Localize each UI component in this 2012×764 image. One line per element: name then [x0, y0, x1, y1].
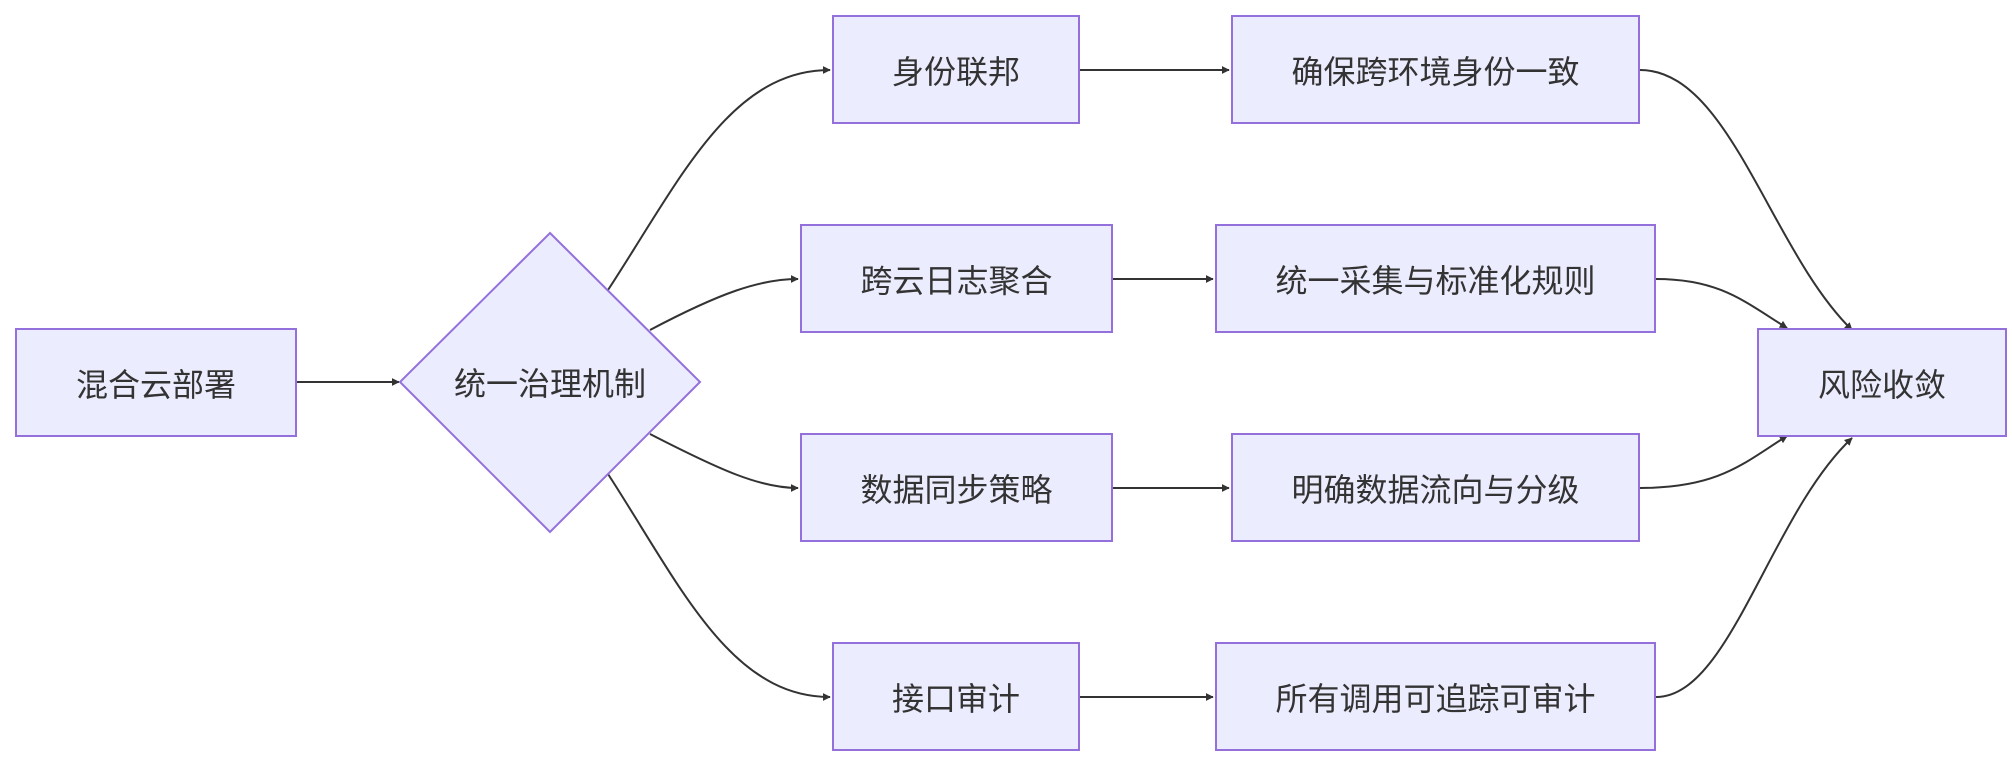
- edge-datasync-goal-to-risk: [1639, 435, 1788, 489]
- node-governance: 统一治理机制: [410, 352, 690, 412]
- node-log-aggregation: 跨云日志聚合: [800, 224, 1113, 333]
- node-data-sync-label: 数据同步策略: [860, 470, 1053, 509]
- node-identity-federation: 身份联邦: [832, 15, 1080, 124]
- node-audit-goal: 所有调用可追踪可审计: [1215, 642, 1656, 751]
- edge-governance-to-audit: [607, 473, 831, 701]
- governance-diamond-shape: [398, 231, 702, 534]
- node-data-sync-goal: 明确数据流向与分级: [1231, 433, 1640, 542]
- node-log-goal-label: 统一采集与标准化规则: [1275, 261, 1596, 300]
- node-data-sync: 数据同步策略: [800, 433, 1113, 542]
- node-audit-goal-label: 所有调用可追踪可审计: [1275, 679, 1596, 718]
- node-data-sync-goal-label: 明确数据流向与分级: [1291, 470, 1580, 509]
- node-hybrid-cloud: 混合云部署: [15, 328, 297, 437]
- node-risk-convergence: 风险收敛: [1757, 328, 2007, 437]
- edge-audit-goal-to-risk: [1655, 437, 1853, 698]
- node-identity-goal: 确保跨环境身份一致: [1231, 15, 1640, 124]
- edge-governance-to-logs: [649, 275, 799, 331]
- node-log-goal: 统一采集与标准化规则: [1215, 224, 1656, 333]
- edge-governance-to-identity: [607, 66, 831, 291]
- node-log-aggregation-label: 跨云日志聚合: [860, 261, 1053, 300]
- edge-logs-goal-to-risk: [1655, 278, 1788, 329]
- node-risk-convergence-label: 风险收敛: [1817, 365, 1946, 404]
- edge-identity-goal-to-risk: [1639, 69, 1853, 331]
- node-hybrid-cloud-label: 混合云部署: [75, 365, 236, 404]
- node-identity-federation-label: 身份联邦: [891, 52, 1020, 91]
- node-governance-label: 统一治理机制: [453, 365, 646, 403]
- node-interface-audit-label: 接口审计: [891, 679, 1020, 718]
- edge-governance-to-datasync: [649, 433, 799, 492]
- node-interface-audit: 接口审计: [832, 642, 1080, 751]
- node-identity-goal-label: 确保跨环境身份一致: [1291, 52, 1580, 91]
